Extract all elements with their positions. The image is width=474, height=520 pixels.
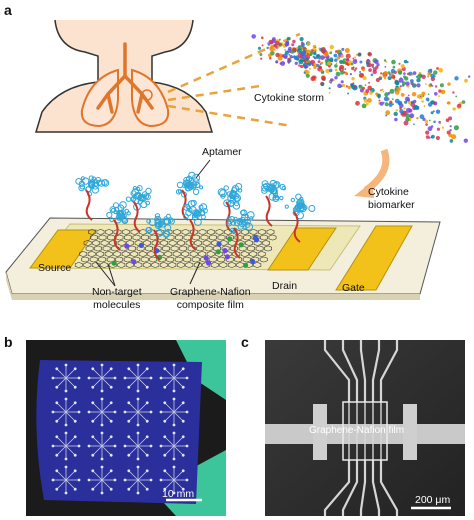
pad-left [313, 404, 327, 460]
electrode-array [51, 363, 189, 495]
panel-letter-b: b [4, 334, 13, 350]
scale-bar-c-label: 200 μm [415, 494, 451, 506]
micrograph-svg [265, 340, 465, 516]
panel-a: a [4, 2, 471, 311]
photo-chip: 10 mm [26, 340, 226, 516]
graphene-lattice [74, 229, 277, 268]
label-cytokine-storm: Cytokine storm [254, 92, 325, 104]
label-composite-film: Graphene-Nafion composite film [170, 286, 251, 311]
scale-bar-b-label: 10 mm [162, 488, 195, 500]
panel-a-illustration [5, 19, 471, 300]
chip-photo-svg [36, 340, 226, 516]
label-aptamer: Aptamer [202, 146, 242, 158]
aptamer-protein-clusters [75, 171, 316, 261]
film-label: Graphene-Nafion film [309, 425, 405, 436]
chip-substrate [36, 360, 203, 504]
panel-letter-c: c [241, 334, 249, 350]
zoom-lines [167, 32, 301, 128]
human-torso-icon [34, 19, 214, 133]
channel-region [342, 401, 388, 461]
panel-c: c Graphene-Nafion film 200 μm [237, 330, 474, 520]
panel-b: b 10 mm [0, 330, 237, 520]
biomarker-arrow-icon [363, 148, 390, 193]
cytokine-storm-particles [251, 34, 471, 143]
micrograph: Graphene-Nafion film 200 μm [265, 340, 465, 516]
panel-letter-a: a [4, 2, 12, 18]
label-drain: Drain [272, 280, 298, 292]
label-non-target-molecules: Non-target molecules [92, 286, 142, 311]
pad-right [403, 404, 417, 460]
label-gate: Gate [342, 282, 365, 294]
metal-leads [323, 340, 399, 516]
label-leader-lines [95, 159, 211, 287]
label-cytokine-biomarker: Cytokine biomarker [368, 186, 415, 211]
label-source: Source [38, 262, 72, 274]
